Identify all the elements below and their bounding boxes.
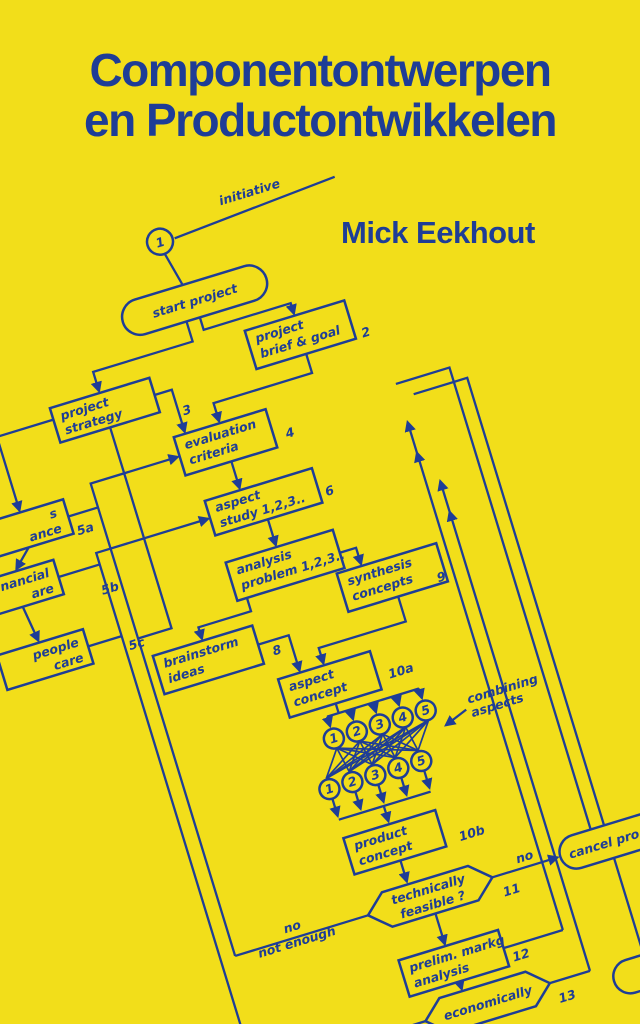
title-line-1: Componentontwerpen (89, 44, 552, 96)
combine-circle-5-top (414, 699, 437, 722)
analysis-problem-box (224, 528, 347, 603)
combining-line (325, 726, 407, 780)
flowchart-nodes: 1 initiative start project project brief… (0, 176, 640, 1024)
combine-num: 4 (391, 759, 405, 776)
project-strategy-box (48, 376, 162, 445)
no-label: no (514, 847, 536, 867)
cancel-project-oval (558, 808, 640, 870)
title-line-2: en Productontwikkelen (83, 93, 558, 146)
combine-circle-2-top (345, 720, 369, 743)
author-name: Mick Eekhout (341, 215, 535, 250)
step-4-number: 4 (283, 424, 297, 441)
care-box-b-line2: are (29, 580, 55, 601)
step-5a-number: 5a (75, 519, 96, 538)
step-1-circle (145, 227, 175, 256)
combining-line (325, 733, 384, 780)
care-box-b (0, 558, 66, 623)
combine-num: 2 (350, 723, 363, 740)
step-12-number: 12 (510, 945, 531, 964)
project-brief-box (243, 298, 358, 371)
combine-num: 3 (369, 766, 382, 783)
combining-line (325, 747, 338, 779)
step-1-label: 1 (154, 234, 167, 251)
aspect-study-box (203, 466, 324, 537)
step-11-number: 11 (501, 880, 522, 899)
combining-network (325, 719, 430, 780)
care-box-a-line1: s (47, 505, 59, 522)
step-6-number: 6 (323, 482, 336, 499)
combining-line (417, 719, 430, 751)
combine-circle-1-bottom (318, 777, 341, 801)
combining-line (325, 719, 430, 780)
combine-num: 4 (395, 709, 409, 726)
combine-circle-3-top (368, 713, 392, 736)
combining-line (325, 740, 361, 780)
combine-num: 1 (323, 780, 336, 797)
step-8-number: 8 (270, 641, 283, 658)
combining-line (394, 719, 430, 759)
step-5b-number: 5b (99, 578, 120, 598)
synthesis-concepts-box (335, 541, 450, 614)
product-concept-box (341, 808, 448, 877)
aspect-concept-box (276, 649, 384, 720)
combine-num: 1 (327, 730, 340, 747)
step-10a-number: 10a (386, 660, 415, 682)
initiative-label: initiative (217, 176, 282, 209)
start-project-oval (120, 264, 269, 337)
combining-line (371, 719, 430, 766)
combine-circle-5-bottom (410, 749, 433, 773)
combine-circle-4-bottom (387, 756, 410, 780)
evaluation-criteria-box (172, 407, 279, 478)
step-5c-number: 5c (127, 634, 147, 653)
combine-circle-1-top (322, 727, 346, 750)
not-enough-line1: no (281, 917, 303, 937)
cancel-project-oval-2 (612, 935, 640, 995)
step-2-number: 2 (359, 324, 372, 341)
step-10b-number: 10b (457, 822, 487, 844)
economically-feasible-decision (423, 970, 552, 1024)
step-3-number: 3 (180, 401, 193, 418)
combine-num: 2 (346, 773, 359, 790)
care-box-a (0, 497, 76, 562)
book-title: Componentontwerpen en Productontwikkelen (10, 44, 630, 146)
combine-circle-3-bottom (364, 763, 387, 787)
combine-circle-4-top (391, 706, 414, 729)
connector-lines (0, 175, 640, 1024)
combining-line (348, 719, 430, 773)
step-13-number: 13 (557, 986, 578, 1005)
technically-feasible-decision (366, 864, 495, 929)
prelim-marketing-box (396, 928, 511, 999)
combine-circle-2-bottom (341, 770, 364, 794)
people-care-box (0, 627, 96, 692)
brainstorm-ideas-box (151, 623, 266, 696)
combine-num: 3 (373, 716, 386, 733)
